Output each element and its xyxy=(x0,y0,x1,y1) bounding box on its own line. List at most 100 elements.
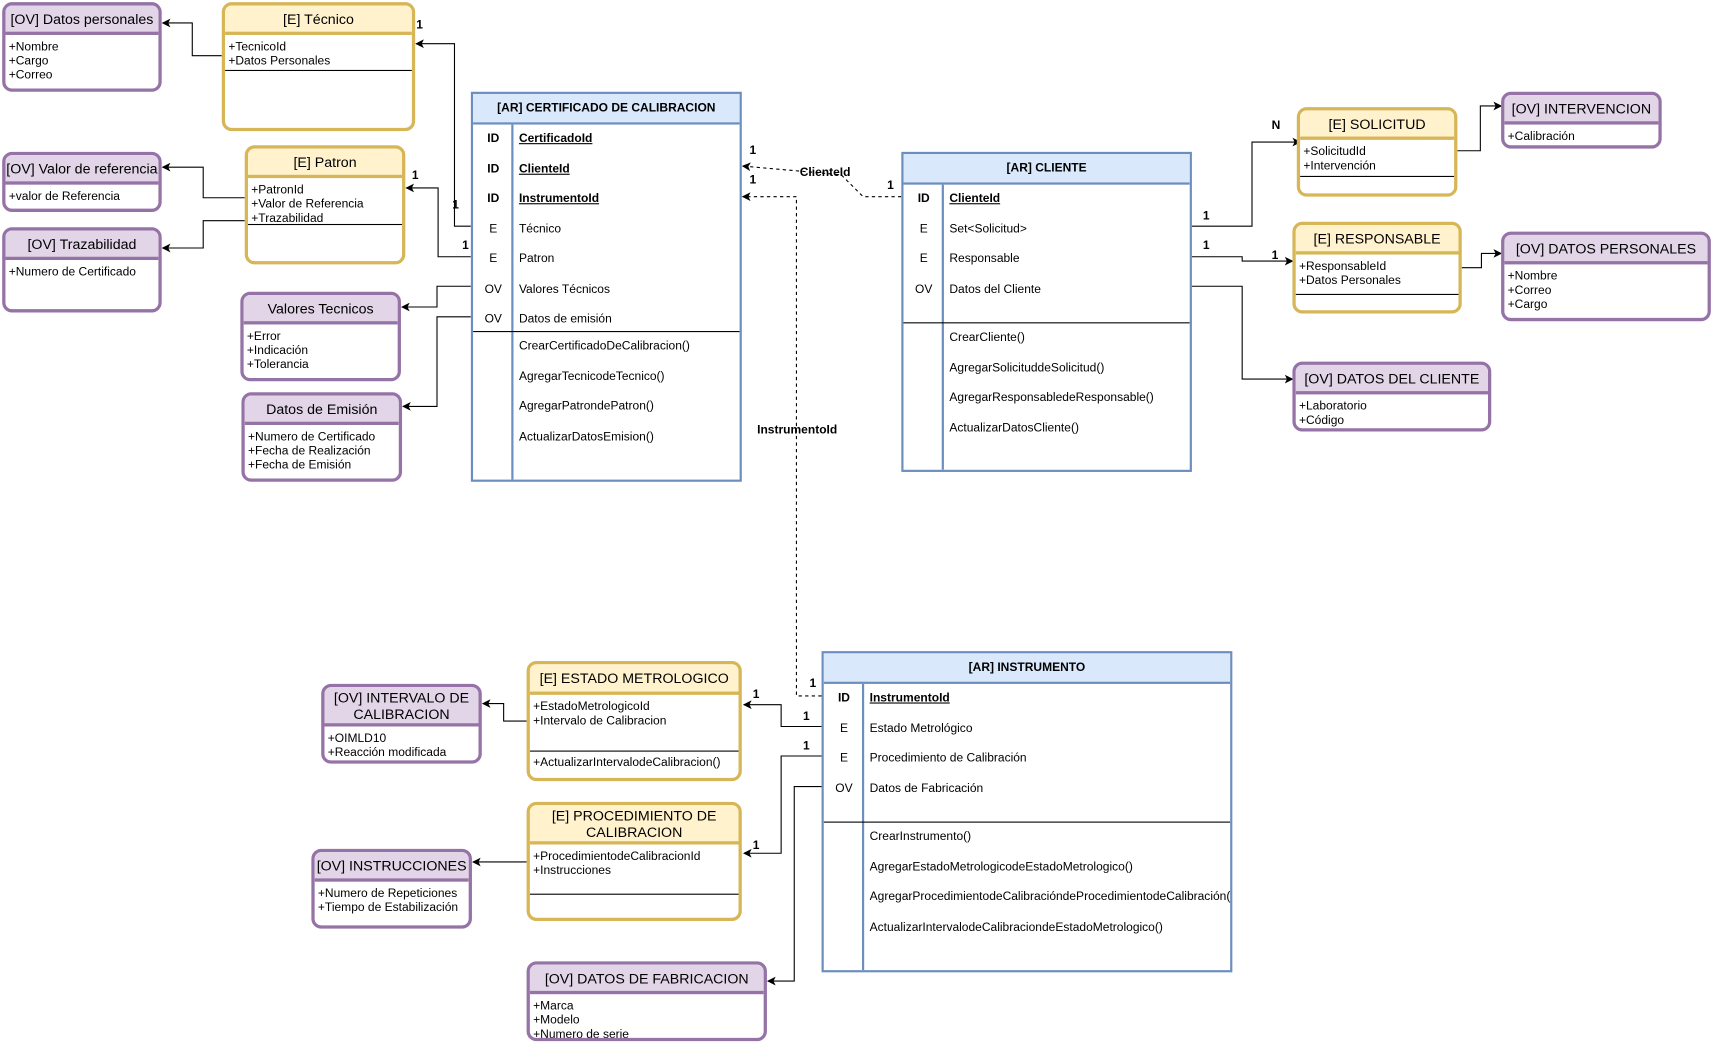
field: +ResponsableId xyxy=(1298,260,1387,274)
connector xyxy=(400,285,471,312)
row-name: Estado Metrológico xyxy=(869,721,973,735)
row-name: Datos de Fabricación xyxy=(869,781,984,795)
multiplicity-label: 1 xyxy=(752,839,760,853)
field: +Error xyxy=(246,329,281,344)
field: +Intervalo de Calibracion xyxy=(533,714,667,728)
connector xyxy=(1461,249,1503,269)
row-key: E xyxy=(489,222,498,236)
field: +Datos Personales xyxy=(1298,274,1401,288)
field: +EstadoMetrologicoId xyxy=(533,700,650,714)
method: +ActualizarIntervalodeCalibracion() xyxy=(533,756,721,770)
row-key: OV xyxy=(915,282,933,296)
entity-e-estado-metrologico[interactable]: [E] ESTADO METROLOGICO+EstadoMetrologico… xyxy=(526,660,742,782)
box-title: [OV] DATOS DE FABRICACION xyxy=(529,964,764,995)
field: +Calibración xyxy=(1507,130,1575,144)
field-list: +SolicitudId+Intervención xyxy=(1303,145,1452,173)
field-list: +Numero de Certificado+Fecha de Realizac… xyxy=(248,430,397,473)
method: AgregarResponsabledeResponsable() xyxy=(949,391,1154,405)
entity-e-solicitud[interactable]: [E] SOLICITUD +SolicitudId+Intervención xyxy=(1296,107,1458,197)
connector xyxy=(405,183,471,258)
value-object-ov-valores-tecnicos[interactable]: Valores Tecnicos+Error+Indicación+Tolera… xyxy=(240,291,401,382)
row-key: OV xyxy=(835,781,853,795)
box-title: [OV] Trazabilidad xyxy=(5,230,159,261)
box-title: [OV] DATOS PERSONALES xyxy=(1504,234,1708,265)
box-title: [E] SOLICITUD xyxy=(1300,110,1455,140)
connector xyxy=(1457,101,1503,152)
box-title: [E] PROCEDIMIENTO DE CALIBRACION xyxy=(529,805,739,845)
entity-e-tecnico[interactable]: [E] Técnico+TecnicoId+Datos Personales xyxy=(221,2,416,132)
method-list: +ActualizarIntervalodeCalibracion() xyxy=(533,756,736,770)
field: +PatronId xyxy=(251,183,304,197)
connector xyxy=(742,755,822,858)
field: +Nombre xyxy=(8,40,59,54)
method: ActualizarDatosCliente() xyxy=(949,421,1079,435)
field: +Laboratorio xyxy=(1298,399,1367,413)
field: +Numero de Certificado xyxy=(247,430,376,444)
separator xyxy=(225,69,412,72)
row-key: ID xyxy=(487,132,500,146)
connector xyxy=(742,700,822,728)
row-name: Datos de emisión xyxy=(518,312,612,326)
value-object-ov-datos-fabricacion[interactable]: [OV] DATOS DE FABRICACION +Marca+Modelo+N… xyxy=(526,961,767,1042)
field: +Indicación xyxy=(246,344,309,358)
field: +Reacción modificada xyxy=(327,746,447,760)
row-key: OV xyxy=(484,282,502,296)
value-object-ov-intervalo-calibracion[interactable]: [OV] INTERVALO DE CALIBRACION +OIMLD10+Re… xyxy=(321,683,482,764)
field-list: +Nombre+Cargo+Correo xyxy=(9,40,156,83)
relation-label: ClienteId xyxy=(799,166,851,180)
method: ActualizarIntervalodeCalibraciondeEstado… xyxy=(869,920,1163,934)
value-object-ov-intervencion[interactable]: [OV] INTERVENCION+Calibración xyxy=(1501,91,1662,149)
field: +Fecha de Emisión xyxy=(247,458,352,472)
value-object-ov-datos-cliente[interactable]: [OV] DATOS DEL CLIENTE+Laboratorio+Códig… xyxy=(1292,361,1492,432)
field-list: +Marca+Modelo+Numero de serie xyxy=(533,999,761,1038)
field-list: +ResponsableId+Datos Personales xyxy=(1299,260,1456,288)
multiplicity-label: 1 xyxy=(809,677,817,691)
connector xyxy=(741,192,822,697)
value-object-ov-datos-emision[interactable]: Datos de Emisión+Numero de Certificado+F… xyxy=(241,392,403,482)
field: +SolicitudId xyxy=(1303,145,1366,159)
field-list: +Numero de Repeticiones+Tiempo de Estabi… xyxy=(318,887,467,915)
field: +Intervención xyxy=(1303,159,1376,173)
box-title: [E] Técnico xyxy=(225,5,412,35)
multiplicity-label: 1 xyxy=(802,739,810,753)
connector xyxy=(415,39,471,227)
column-divider xyxy=(861,683,865,971)
row-key: OV xyxy=(484,312,502,326)
box-title: [OV] INTERVALO DE CALIBRACION xyxy=(324,687,479,727)
separator xyxy=(529,893,739,895)
field-list: +ProcedimientodeCalibracionId+Instruccio… xyxy=(533,850,736,878)
entity-e-procedimiento[interactable]: [E] PROCEDIMIENTO DE CALIBRACION +Procedi… xyxy=(526,801,742,921)
row-key: E xyxy=(919,222,928,236)
value-object-ov-trazabilidad[interactable]: [OV] Trazabilidad+Numero de Certificado xyxy=(2,227,162,313)
field-list: +Nombre+Correo+Cargo xyxy=(1508,270,1706,313)
entity-e-patron[interactable]: [E] Patron+PatronId+Valor de Referencia+… xyxy=(244,145,406,265)
entity-e-responsable[interactable]: [E] RESPONSABLE +ResponsableId+Datos Pers… xyxy=(1292,221,1462,314)
field: +Datos Personales xyxy=(228,54,331,68)
multiplicity-label: 1 xyxy=(1202,209,1210,223)
connector xyxy=(161,162,245,199)
field: +Correo xyxy=(1507,284,1552,298)
field: +Marca xyxy=(533,999,574,1013)
separator xyxy=(1300,175,1455,177)
connector xyxy=(1191,256,1294,266)
value-object-ov-datos-personales[interactable]: [OV] Datos personales+Nombre+Cargo+Corre… xyxy=(2,2,162,92)
value-object-ov-valor-referencia[interactable]: [OV] Valor de referencia+valor de Refere… xyxy=(2,151,162,212)
field: +valor de Referencia xyxy=(8,190,120,204)
field: +Valor de Referencia xyxy=(251,197,364,211)
multiplicity-label: 1 xyxy=(462,239,469,253)
connector xyxy=(766,786,822,986)
box-title: [E] RESPONSABLE xyxy=(1295,225,1459,255)
value-object-ov-instrucciones[interactable]: [OV] INSTRUCCIONES +Numero de Repeticione… xyxy=(311,848,472,929)
method: AgregarProcedimientodeCalibracióndeProce… xyxy=(869,890,1233,904)
multiplicity-label: 1 xyxy=(802,710,810,724)
row-name: ClienteId xyxy=(949,192,1001,206)
connector xyxy=(161,18,222,57)
value-object-ov-datos-personales-2[interactable]: [OV] DATOS PERSONALES +Nombre+Correo+Carg… xyxy=(1501,231,1711,322)
box-title: [OV] INSTRUCCIONES xyxy=(314,852,469,882)
separator xyxy=(529,750,739,752)
method: AgregarEstadoMetrologicodeEstadoMetrolog… xyxy=(869,860,1133,874)
field: +OIMLD10 xyxy=(327,731,387,746)
